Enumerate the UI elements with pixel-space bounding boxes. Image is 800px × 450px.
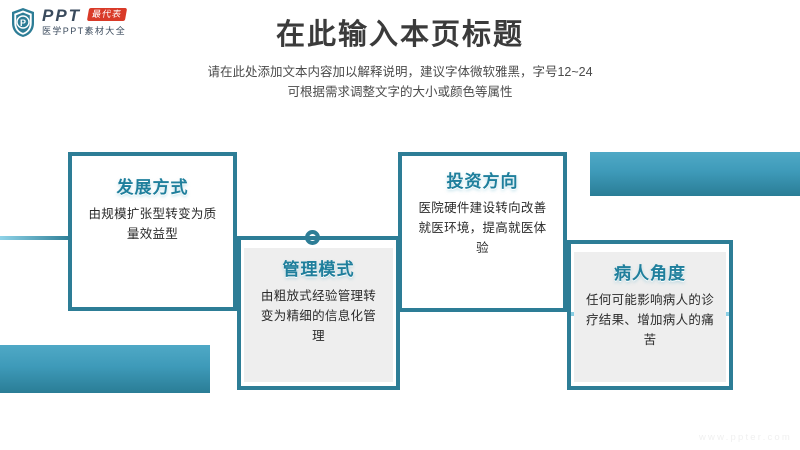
card-2-body: 由粗放式经验管理转变为精细的信息化管理 <box>260 289 377 343</box>
logo-wordmark: PPT <box>42 6 82 25</box>
card-frame-3 <box>398 152 567 312</box>
page-subtitle: 请在此处添加文本内容加以解释说明，建议字体微软雅黑，字号12~24 可根据需求调… <box>0 62 800 102</box>
card-frame-1 <box>68 152 237 311</box>
card-1[interactable]: 发展方式 由规模扩张型转变为质量效益型 <box>72 176 233 244</box>
card-1-title: 发展方式 <box>116 178 189 197</box>
card-2[interactable]: 管理模式 由粗放式经验管理转变为精细的信息化管理 <box>244 248 393 382</box>
rail-entry-left <box>0 236 70 240</box>
shield-icon: P <box>10 7 36 38</box>
site-watermark: www.ppter.com <box>698 432 792 443</box>
card-frame-1-left-lower <box>68 236 72 311</box>
card-4[interactable]: 病人角度 任何可能影响病人的诊疗结果、增加病人的痛苦 <box>574 252 726 382</box>
brand-logo[interactable]: P PPT 最代表 医学PPT素材大全 <box>10 6 160 40</box>
decor-bar-bottom-left <box>0 345 210 393</box>
page-title: 在此输入本页标题 <box>275 19 524 51</box>
card-4-title: 病人角度 <box>614 264 686 283</box>
card-3-body: 医院硬件建设转向改善就医环境，提高就医体验 <box>418 201 547 255</box>
card-frame-2 <box>237 236 400 390</box>
logo-tagline: 医学PPT素材大全 <box>42 26 127 36</box>
card-frame-1-left-upper <box>68 152 72 236</box>
card-frame-4 <box>567 240 733 390</box>
subtitle-line-2: 可根据需求调整文字的大小或颜色等属性 <box>287 85 513 99</box>
card-4-body: 任何可能影响病人的诊疗结果、增加病人的痛苦 <box>586 293 715 347</box>
card-2-title: 管理模式 <box>282 260 355 279</box>
subtitle-line-1: 请在此处添加文本内容加以解释说明，建议字体微软雅黑，字号12~24 <box>207 65 593 79</box>
card-1-body: 由规模扩张型转变为质量效益型 <box>88 207 217 241</box>
card-3-title: 投资方向 <box>446 172 519 191</box>
svg-text:P: P <box>20 18 26 28</box>
decor-bar-top-right <box>590 152 800 196</box>
card-3[interactable]: 投资方向 医院硬件建设转向改善就医环境，提高就医体验 <box>402 170 563 258</box>
